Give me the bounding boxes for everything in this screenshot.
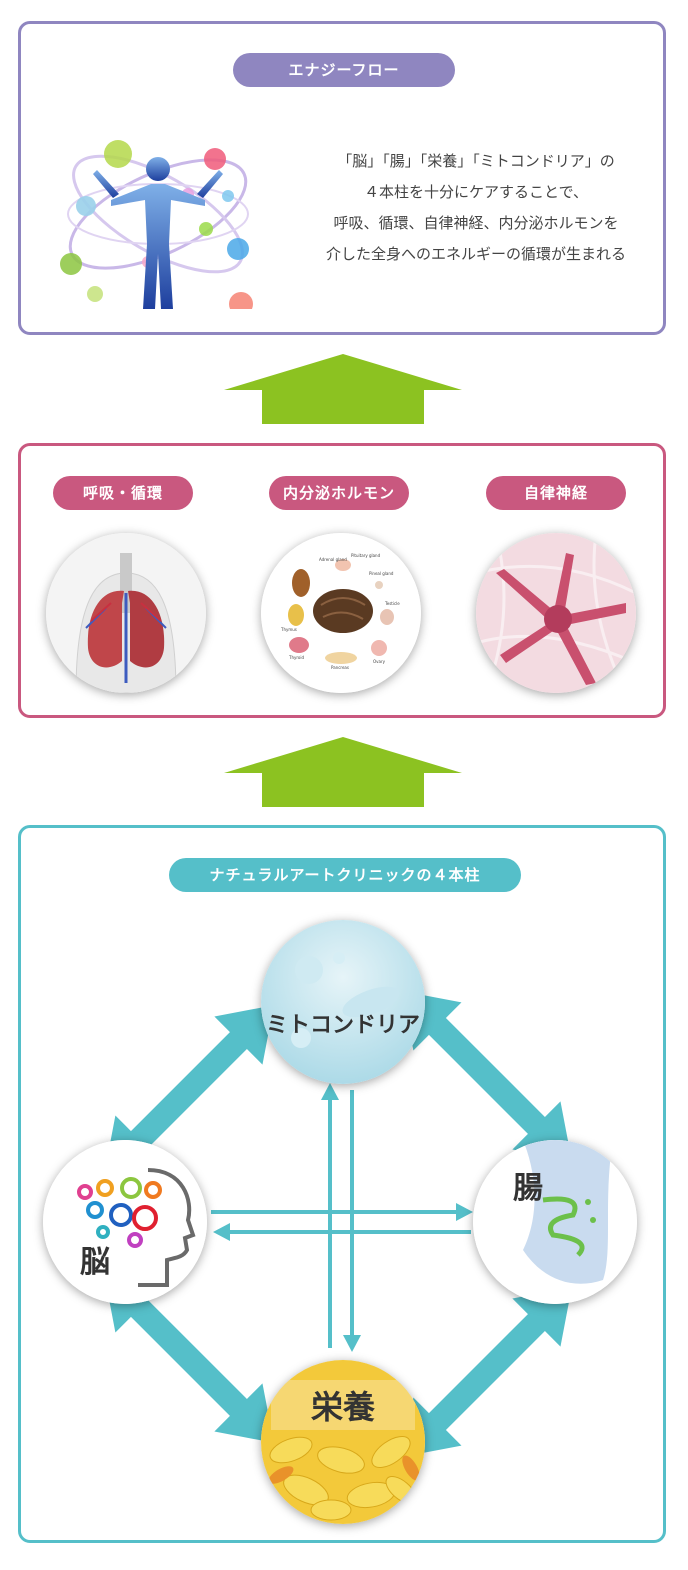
up-arrow-icon bbox=[224, 737, 462, 807]
energy-flow-description: 「脳」「腸」「栄養」「ミトコンドリア」の ４本柱を十分にケアすることで、 呼吸、… bbox=[291, 146, 661, 270]
description-line: 介した全身へのエネルギーの循環が生まれる bbox=[325, 245, 626, 263]
organ-label: Pancreas bbox=[331, 665, 349, 670]
organ-label: Adrenal gland bbox=[319, 557, 347, 562]
brain-label: 脳 bbox=[80, 1245, 110, 1280]
double-arrow-icon bbox=[104, 1273, 274, 1443]
description-line: 呼吸、循環、自律神経、内分泌ホルモンを bbox=[333, 214, 619, 232]
double-arrow-icon bbox=[104, 1005, 274, 1175]
body-systems-panel: 呼吸・循環 内分泌ホルモン 自律神経 Adrenal glan bbox=[18, 443, 666, 718]
neuron-image bbox=[476, 533, 636, 693]
nutrition-pillar: 栄養 bbox=[261, 1360, 425, 1524]
double-arrow-icon bbox=[402, 1287, 572, 1457]
breath-circulation-label: 呼吸・循環 bbox=[53, 476, 193, 510]
organ-label: Ovary bbox=[373, 659, 386, 664]
description-line: 「脳」「腸」「栄養」「ミトコンドリア」の bbox=[337, 152, 615, 170]
gut-pillar: 腸 bbox=[473, 1140, 637, 1304]
mitochondria-label: ミトコンドリア bbox=[266, 1013, 420, 1038]
four-pillars-panel: ナチュラルアートクリニックの４本柱 ミトコンドリア bbox=[18, 825, 666, 1543]
gut-label: 腸 bbox=[513, 1171, 543, 1206]
organ-label: Pituitary gland bbox=[351, 553, 381, 558]
autonomic-nerve-label: 自律神経 bbox=[486, 476, 626, 510]
energy-flow-panel: エナジーフロー bbox=[18, 21, 666, 335]
organ-label: Thyroid bbox=[288, 655, 304, 660]
endocrine-organs-image: Adrenal gland Pituitary gland Pineal gla… bbox=[261, 533, 421, 693]
mitochondria-pillar: ミトコンドリア bbox=[261, 920, 425, 1084]
nutrition-label: 栄養 bbox=[311, 1388, 375, 1426]
endocrine-hormone-label: 内分泌ホルモン bbox=[269, 476, 409, 510]
four-pillars-title: ナチュラルアートクリニックの４本柱 bbox=[169, 858, 521, 892]
organ-label: Testicle bbox=[384, 601, 400, 606]
up-arrow-icon bbox=[224, 354, 462, 424]
pillars-connection-diagram bbox=[104, 991, 572, 1457]
energy-flow-title: エナジーフロー bbox=[233, 53, 455, 87]
organ-label: Thymus bbox=[280, 627, 297, 632]
description-line: ４本柱を十分にケアすることで、 bbox=[364, 183, 588, 201]
human-energy-figure bbox=[53, 114, 263, 316]
brain-pillar: 脳 bbox=[43, 1140, 207, 1304]
lungs-image bbox=[46, 533, 206, 693]
organ-label: Pineal gland bbox=[369, 571, 394, 576]
double-arrow-icon bbox=[402, 991, 572, 1161]
